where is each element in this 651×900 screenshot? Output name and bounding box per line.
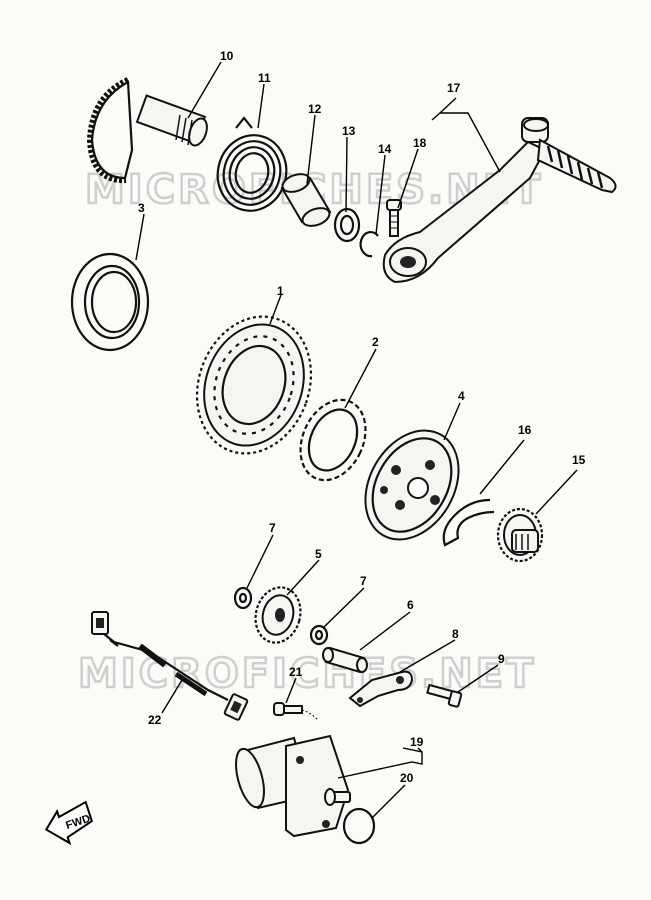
part-6-shaft xyxy=(322,646,368,674)
part-19-starter-motor xyxy=(235,734,351,838)
part-5-idler-gear xyxy=(254,586,302,644)
part-2-bearing-cage xyxy=(299,398,367,482)
callout-2: 2 xyxy=(372,335,379,349)
callout-11: 11 xyxy=(258,71,271,85)
part-10-kick-shaft xyxy=(86,77,208,184)
callout-4: 4 xyxy=(458,389,465,403)
callout-22: 22 xyxy=(148,713,162,727)
callout-3: 3 xyxy=(138,201,145,215)
callout-18: 18 xyxy=(413,136,427,150)
part-7-washer-b xyxy=(309,624,329,646)
part-1-ring-gear xyxy=(195,315,313,455)
callout-17: 17 xyxy=(447,81,461,95)
callout-19: 19 xyxy=(410,735,424,749)
fwd-direction-arrow: FWD xyxy=(44,800,94,846)
callout-13: 13 xyxy=(342,124,356,138)
callout-20: 20 xyxy=(400,771,414,785)
callout-16: 16 xyxy=(518,423,532,437)
callout-8: 8 xyxy=(452,627,459,641)
callout-labels: 1 2 3 4 5 6 7 7 8 9 10 11 12 13 14 15 16… xyxy=(138,49,586,785)
callout-5: 5 xyxy=(315,547,322,561)
callout-7a: 7 xyxy=(269,521,276,535)
part-17-kick-crank xyxy=(382,117,617,284)
part-15-pinion-gear xyxy=(496,507,544,563)
part-20-o-ring xyxy=(342,807,376,845)
leader-lines xyxy=(135,61,578,819)
part-16-clip-spring xyxy=(442,498,495,547)
callout-12: 12 xyxy=(308,102,322,116)
part-4-clutch-plate xyxy=(364,429,460,541)
callout-14: 14 xyxy=(378,142,392,156)
callout-7b: 7 xyxy=(360,574,367,588)
part-14-circlip xyxy=(359,231,379,258)
part-9-screw xyxy=(426,683,463,708)
part-12-collar xyxy=(280,173,332,227)
callout-15: 15 xyxy=(572,453,586,467)
part-3-seal-ring xyxy=(70,252,150,352)
part-13-washer xyxy=(333,207,361,243)
callout-1: 1 xyxy=(277,284,284,298)
watermark-bottom: MICROFICHES.NET xyxy=(78,651,536,697)
part-8-lever xyxy=(348,670,414,708)
part-7-washer-a xyxy=(233,586,253,610)
callout-9: 9 xyxy=(498,652,505,666)
part-21-bolt xyxy=(273,702,319,721)
callout-10: 10 xyxy=(220,49,234,63)
callout-6: 6 xyxy=(407,598,414,612)
callout-21: 21 xyxy=(289,665,303,679)
part-22-wire-lead xyxy=(91,611,249,721)
